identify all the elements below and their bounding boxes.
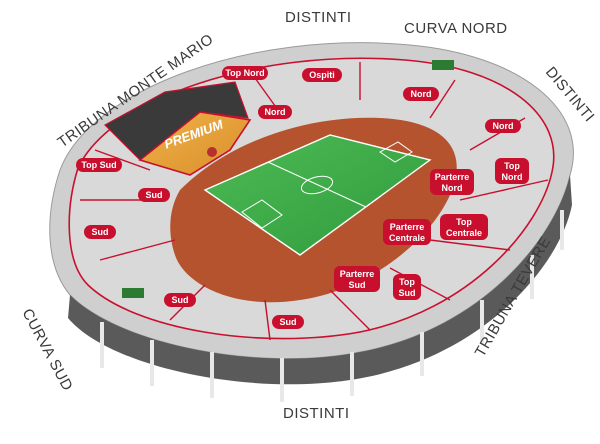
- section-label: Nord: [265, 107, 286, 117]
- section-top-centrale[interactable]: Top Centrale: [440, 214, 488, 240]
- section-label: Nord: [502, 172, 523, 182]
- label-distinti-top: DISTINTI: [285, 9, 352, 26]
- section-label: Sud: [92, 227, 109, 237]
- section-sud-left[interactable]: Sud: [84, 225, 116, 239]
- section-top-sud[interactable]: Top Sud: [76, 158, 122, 172]
- section-sud-left-upper[interactable]: Sud: [138, 188, 170, 202]
- section-ospiti[interactable]: Ospiti: [302, 68, 342, 82]
- premium-logo-icon: [207, 147, 217, 157]
- section-label: Parterre: [340, 269, 375, 279]
- section-label: Parterre: [435, 172, 470, 182]
- scoreboard-icon: [122, 288, 144, 298]
- section-label: Sud: [349, 280, 366, 290]
- section-label: Top Sud: [81, 160, 116, 170]
- section-label: Ospiti: [309, 70, 335, 80]
- section-label: Top: [456, 217, 472, 227]
- label-distinti-bottom: DISTINTI: [283, 405, 350, 422]
- label-curva-sud: CURVA SUD: [18, 306, 76, 394]
- section-label: Nord: [493, 121, 514, 131]
- section-label: Centrale: [389, 233, 425, 243]
- stadium-facade: [68, 175, 572, 385]
- section-top-nord[interactable]: Top Nord: [222, 66, 268, 80]
- section-top-nord-right[interactable]: Top Nord: [495, 158, 529, 184]
- pitch: [203, 134, 432, 256]
- section-parterre-nord[interactable]: Parterre Nord: [430, 169, 474, 195]
- section-label: Nord: [411, 89, 432, 99]
- section-label: Top: [399, 277, 415, 287]
- section-sud-bottom-left[interactable]: Sud: [164, 293, 196, 307]
- pitch-markings: [241, 141, 413, 229]
- monte-mario-upper-stand: [104, 81, 249, 161]
- section-parterre-centrale[interactable]: Parterre Centrale: [383, 219, 431, 245]
- section-top-sud-right[interactable]: Top Sud: [393, 274, 421, 300]
- section-nord-top[interactable]: Nord: [403, 87, 439, 101]
- support-pillars: [100, 210, 564, 402]
- section-label: Sud: [399, 288, 416, 298]
- section-label: Centrale: [446, 228, 482, 238]
- section-label: Nord: [442, 183, 463, 193]
- scoreboard-icon: [432, 60, 454, 70]
- label-curva-nord: CURVA NORD: [404, 20, 508, 37]
- section-parterre-sud[interactable]: Parterre Sud: [334, 266, 380, 292]
- section-label: Top: [504, 161, 520, 171]
- section-label: Sud: [172, 295, 189, 305]
- section-sud-bottom[interactable]: Sud: [272, 315, 304, 329]
- section-label: Top Nord: [225, 68, 264, 78]
- section-label: Parterre: [390, 222, 425, 232]
- section-nord-left[interactable]: Nord: [258, 105, 292, 119]
- section-label: Sud: [146, 190, 163, 200]
- section-nord-right[interactable]: Nord: [485, 119, 521, 133]
- section-label: Sud: [280, 317, 297, 327]
